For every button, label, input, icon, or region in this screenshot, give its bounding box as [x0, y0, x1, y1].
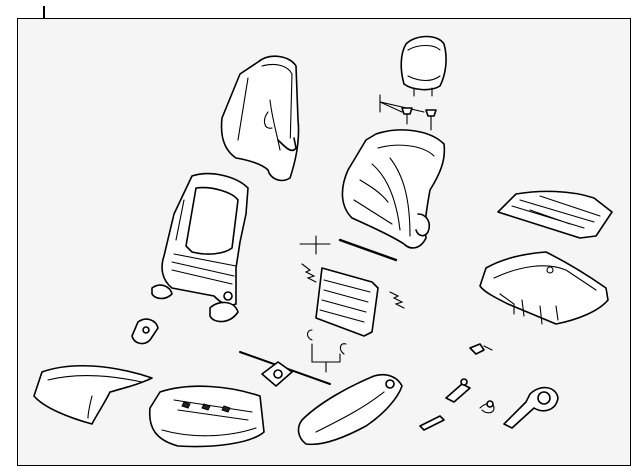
lumbar-clip-left — [306, 329, 341, 363]
headrest-guide-left — [379, 94, 425, 125]
lumbar-spring-left — [299, 235, 331, 283]
top-marker — [43, 6, 45, 18]
recliner-knob — [503, 386, 559, 429]
spring-clip — [479, 402, 495, 414]
adjuster-rod — [239, 351, 331, 387]
headrest-guide-right — [425, 109, 437, 131]
cushion-frame — [479, 251, 609, 325]
clip-small — [469, 343, 493, 355]
link-rod — [419, 415, 445, 431]
bolt — [486, 400, 494, 408]
handle-lever — [445, 378, 471, 403]
seatback-pad — [341, 129, 446, 249]
lumbar-rod — [338, 238, 398, 262]
cushion-pad — [148, 385, 265, 448]
cushion-mat — [497, 190, 613, 239]
lumbar-support — [315, 267, 379, 337]
headrest — [400, 35, 447, 97]
side-shield — [297, 373, 403, 446]
lumbar-spring-right — [389, 291, 405, 309]
lumbar-clip-right — [325, 343, 347, 373]
seatback-cover — [220, 55, 300, 182]
seatback-frame — [151, 172, 249, 323]
diagram-frame — [17, 18, 631, 466]
cushion-cover — [33, 365, 153, 425]
recliner-cover-left — [131, 318, 159, 345]
